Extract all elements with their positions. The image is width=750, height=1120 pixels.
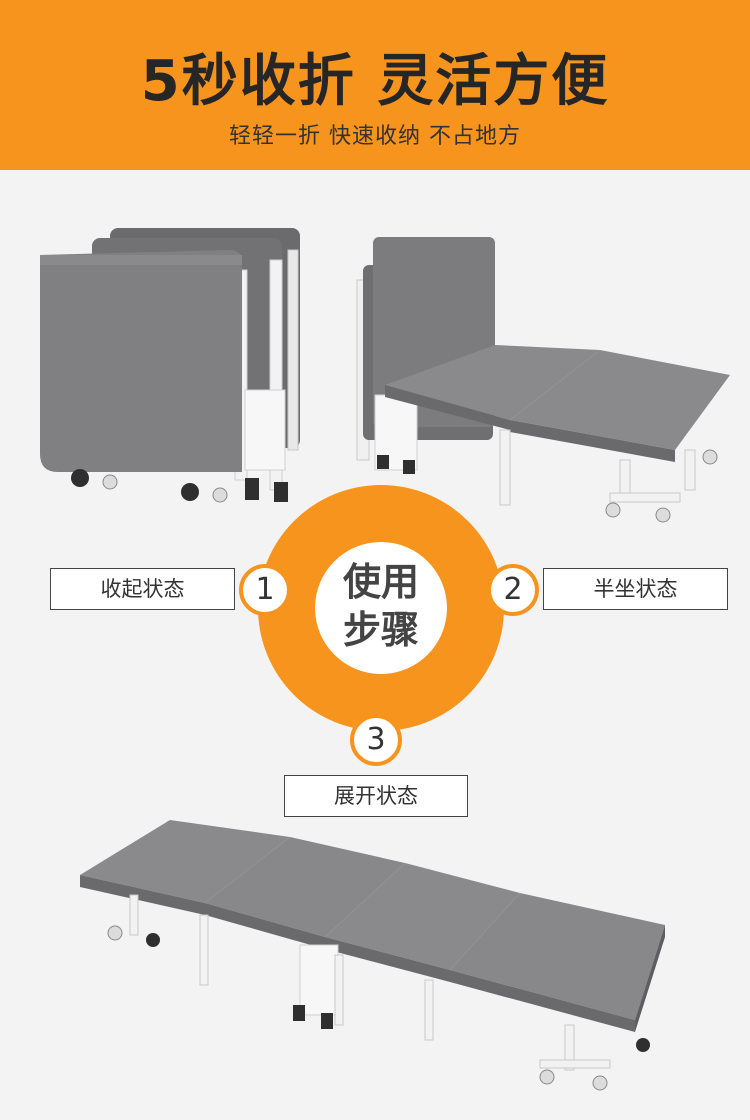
unfolded-bed-image (80, 820, 665, 1091)
steps-center-title: 使用 步骤 (315, 558, 447, 654)
step-2-number: 2 (487, 564, 539, 616)
step-1-label: 收起状态 (50, 568, 235, 610)
steps-center-line2: 步骤 (342, 608, 419, 652)
folded-bed-image (40, 228, 300, 503)
page-title: 5秒收折 灵活方便 (140, 49, 610, 114)
header-banner (0, 0, 750, 170)
half-sitting-bed-image (356, 237, 730, 523)
steps-center-line1: 使用 (342, 560, 419, 604)
step-3-number: 3 (350, 714, 402, 766)
steps-ring-center (315, 542, 447, 674)
step-1-number: 1 (239, 564, 291, 616)
step-2-label: 半坐状态 (543, 568, 728, 610)
page-subtitle: 轻轻一折 快速收纳 不占地方 (229, 124, 521, 149)
step-3-label: 展开状态 (284, 775, 468, 817)
